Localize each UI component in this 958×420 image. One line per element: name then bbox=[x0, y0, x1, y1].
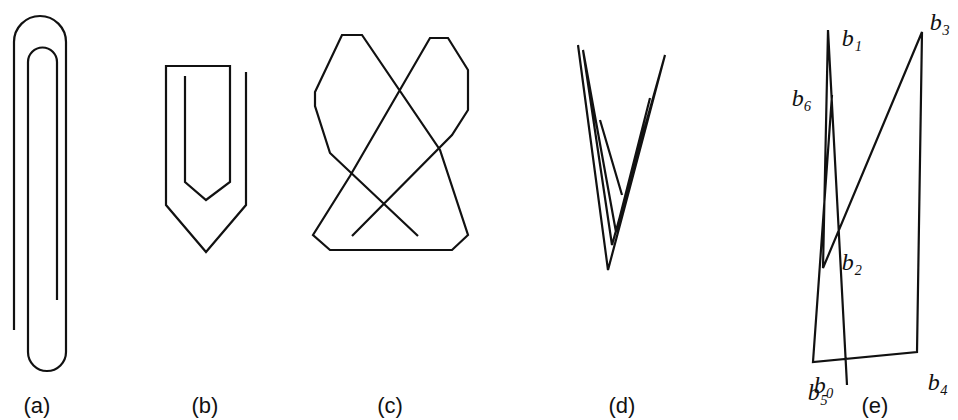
v-paperclip bbox=[578, 45, 665, 270]
figure-caption: (b) bbox=[192, 395, 219, 417]
vertex-label: b₅ bbox=[808, 380, 828, 404]
figure-caption: (a) bbox=[24, 395, 51, 417]
figure-caption: (c) bbox=[377, 395, 403, 417]
square-paperclip bbox=[166, 66, 246, 252]
figure-caption: (d) bbox=[609, 395, 636, 417]
vertex-label: b₂ bbox=[842, 250, 862, 274]
vertex-label: b₄ bbox=[928, 370, 948, 394]
cross-paperclip bbox=[313, 35, 468, 250]
vertex-label: b₁ bbox=[842, 26, 862, 50]
vertex-label: b₆ bbox=[792, 86, 812, 110]
gem-paperclip bbox=[14, 16, 66, 371]
vertex-paperclip bbox=[813, 30, 922, 385]
figure-caption: (e) bbox=[862, 395, 889, 417]
vertex-label: b₃ bbox=[930, 10, 950, 34]
